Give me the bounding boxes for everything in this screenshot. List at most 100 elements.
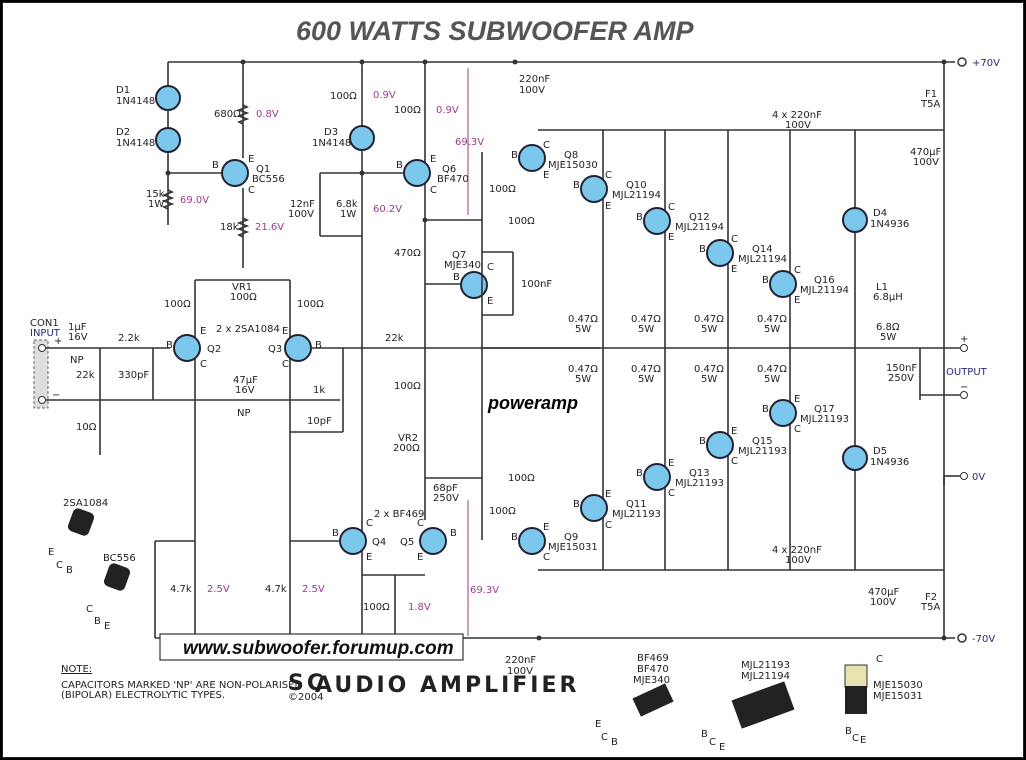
svg-text:B: B: [94, 616, 101, 627]
svg-text:C: C: [852, 733, 859, 744]
watermark-url[interactable]: www.subwoofer.forumup.com: [183, 638, 454, 659]
svg-text:E: E: [794, 295, 800, 306]
svg-text:100Ω: 100Ω: [297, 299, 324, 310]
svg-text:16V: 16V: [68, 332, 88, 343]
svg-text:C: C: [248, 185, 255, 196]
svg-text:BF469: BF469: [637, 653, 669, 664]
svg-text:Q1: Q1: [256, 164, 270, 175]
svg-text:22k: 22k: [76, 370, 95, 381]
svg-text:MJE15030: MJE15030: [873, 680, 923, 691]
svg-text:6.8k: 6.8k: [336, 199, 358, 210]
svg-text:C: C: [487, 262, 494, 273]
note-line-2: (BIPOLAR) ELECTROLYTIC TYPES.: [61, 690, 225, 701]
svg-text:VR1: VR1: [232, 282, 252, 293]
input-connector[interactable]: [33, 339, 49, 409]
svg-text:100V: 100V: [507, 666, 533, 677]
svg-text:VR2: VR2: [398, 433, 418, 444]
svg-text:2 x BF469: 2 x BF469: [374, 509, 424, 520]
svg-text:C: C: [543, 552, 550, 563]
svg-text:B: B: [66, 565, 73, 576]
svg-text:470Ω: 470Ω: [394, 248, 421, 259]
svg-text:B: B: [212, 160, 219, 171]
svg-text:100V: 100V: [288, 209, 314, 220]
svg-text:C: C: [668, 488, 675, 499]
svg-text:Q7: Q7: [452, 250, 466, 261]
input-plus-terminal[interactable]: [38, 344, 46, 352]
svg-text:1N4936: 1N4936: [870, 219, 909, 230]
svg-text:B: B: [573, 180, 580, 191]
svg-text:0.9V: 0.9V: [436, 105, 459, 116]
svg-text:330pF: 330pF: [118, 370, 149, 381]
output-minus-terminal[interactable]: [960, 391, 968, 399]
svg-text:B: B: [396, 160, 403, 171]
svg-text:B: B: [511, 532, 518, 543]
svg-text:+: +: [960, 334, 968, 345]
resistor-18k: [236, 217, 250, 238]
svg-text:47µF: 47µF: [233, 375, 258, 386]
svg-text:5W: 5W: [764, 374, 780, 385]
svg-text:100V: 100V: [870, 597, 896, 608]
svg-text:0.47Ω: 0.47Ω: [757, 314, 787, 325]
svg-text:60.2V: 60.2V: [373, 204, 402, 215]
svg-text:B: B: [332, 528, 339, 539]
svg-text:E: E: [543, 522, 549, 533]
svg-text:Q14: Q14: [752, 244, 773, 255]
output-plus-terminal[interactable]: [960, 344, 968, 352]
svg-text:4.7k: 4.7k: [265, 584, 287, 595]
svg-text:C: C: [794, 265, 801, 276]
svg-text:16V: 16V: [235, 385, 255, 396]
svg-text:0.47Ω: 0.47Ω: [757, 364, 787, 375]
input-minus-terminal[interactable]: [38, 396, 46, 404]
svg-text:12nF: 12nF: [290, 199, 315, 210]
svg-text:100Ω: 100Ω: [508, 473, 535, 484]
svg-text:D2: D2: [116, 127, 130, 138]
positive-rail: +70V: [168, 57, 1000, 69]
svg-text:MJE340: MJE340: [444, 260, 481, 271]
ground-terminal[interactable]: [960, 472, 968, 480]
svg-text:1.8V: 1.8V: [408, 602, 431, 613]
svg-text:680Ω: 680Ω: [214, 109, 241, 120]
svg-text:250V: 250V: [888, 373, 914, 384]
svg-text:D5: D5: [873, 446, 887, 457]
svg-text:Q10: Q10: [626, 180, 647, 191]
svg-text:E: E: [794, 394, 800, 405]
svg-text:250V: 250V: [433, 493, 459, 504]
brand-name: AUDIO AMPLIFIER: [315, 673, 579, 698]
svg-text:C: C: [430, 185, 437, 196]
svg-text:5W: 5W: [880, 332, 896, 343]
svg-text:1N4148: 1N4148: [116, 96, 155, 107]
svg-text:1W: 1W: [148, 199, 164, 210]
svg-text:E: E: [248, 154, 254, 165]
svg-text:T5A: T5A: [920, 602, 940, 613]
svg-text:10Ω: 10Ω: [76, 422, 97, 433]
svg-text:69.3V: 69.3V: [455, 137, 484, 148]
poweramp-label: poweramp: [487, 393, 578, 413]
svg-text:470µF: 470µF: [868, 587, 899, 598]
svg-text:E: E: [731, 426, 737, 437]
svg-text:0.47Ω: 0.47Ω: [568, 314, 598, 325]
svg-text:MJL21194: MJL21194: [612, 190, 661, 201]
svg-text:1k: 1k: [313, 385, 325, 396]
svg-text:C: C: [417, 518, 424, 529]
diagram-title: 600 WATTS SUBWOOFER AMP: [296, 16, 695, 46]
svg-text:B: B: [636, 468, 643, 479]
svg-text:D3: D3: [324, 127, 338, 138]
to220-package-icon: [845, 686, 867, 714]
to264-package-icon: [731, 681, 795, 729]
svg-text:2.2k: 2.2k: [118, 333, 140, 344]
note-heading: NOTE:: [61, 664, 92, 675]
svg-text:E: E: [487, 296, 493, 307]
watermark-box: [159, 633, 464, 661]
svg-text:E: E: [595, 719, 601, 730]
svg-text:4 x 220nF: 4 x 220nF: [772, 545, 822, 556]
